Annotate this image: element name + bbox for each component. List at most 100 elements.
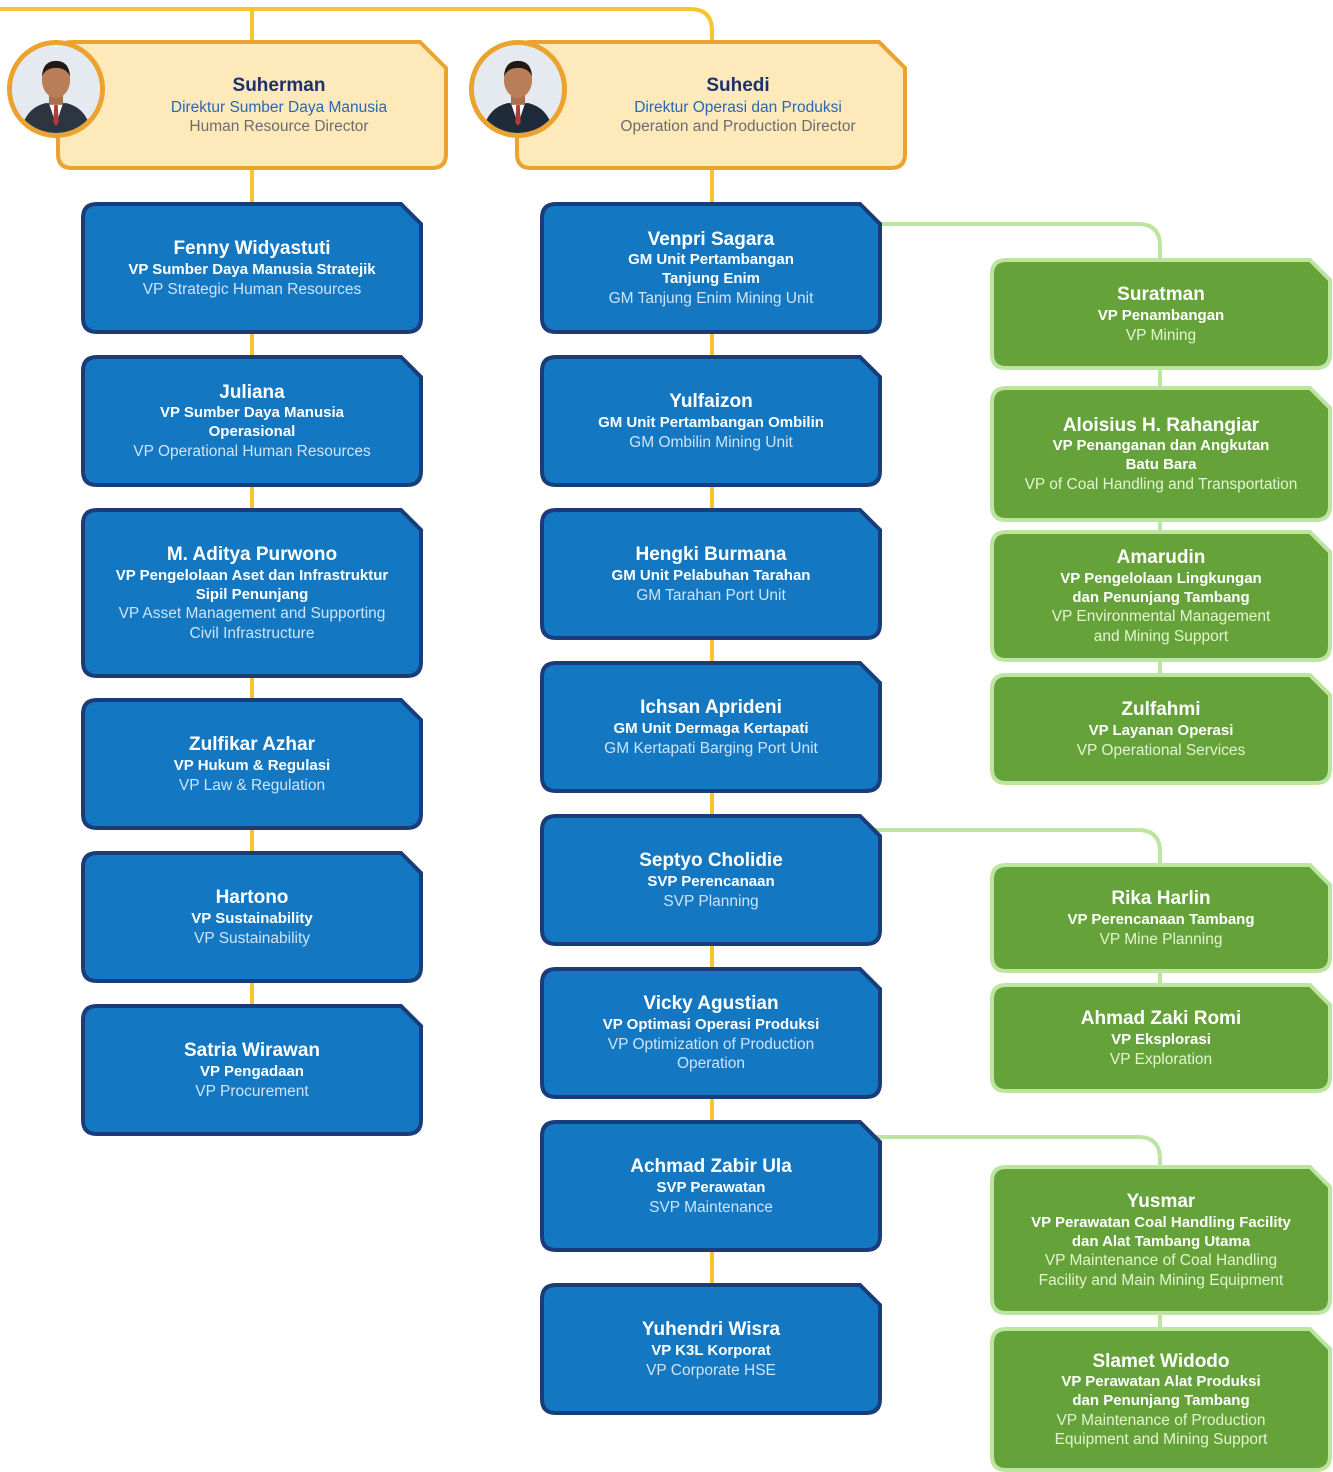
position-title: VP K3L Korporat	[651, 1341, 771, 1359]
person-name: Amarudin	[1116, 547, 1206, 568]
person-photo-icon	[474, 45, 562, 133]
position-title-en: VP Asset Management and Supporting	[118, 605, 386, 623]
box-shape	[81, 851, 423, 983]
position-title: VP Sumber Daya Manusia	[160, 404, 344, 422]
person-name: Rika Harlin	[1111, 888, 1211, 910]
box-shape	[540, 967, 882, 1099]
person-name: Aloisius H. Rahangiar	[1062, 414, 1260, 436]
box-shape	[81, 202, 423, 334]
position-title-en: VP Exploration	[1109, 1050, 1213, 1068]
person-name: Yusmar	[1126, 1191, 1196, 1212]
position-title: Sipil Penunjang	[195, 585, 309, 603]
position-title: GM Unit Pelabuhan Tarahan	[611, 566, 811, 584]
position-title-en: GM Ombilin Mining Unit	[629, 433, 793, 451]
position-title-en: GM Tanjung Enim Mining Unit	[608, 289, 814, 307]
position-title-en: Operation	[676, 1055, 746, 1073]
person-name: Fenny Widyastuti	[173, 238, 331, 260]
position-title: VP Pengelolaan Aset dan Infrastruktur	[115, 566, 389, 584]
position-title-en: and Mining Support	[1093, 627, 1229, 645]
box-shape	[540, 508, 882, 640]
box-shape	[990, 386, 1332, 522]
position-title-en: VP Operational Services	[1076, 741, 1246, 759]
position-title: VP Hukum & Regulasi	[173, 756, 331, 774]
person-name: Yulfaizon	[669, 391, 753, 413]
position-title: VP Optimasi Operasi Produksi	[602, 1016, 820, 1034]
box-shape	[990, 983, 1332, 1093]
person-name: Yuhendri Wisra	[641, 1319, 781, 1341]
position-title: SVP Perawatan	[656, 1178, 766, 1196]
person-photo-icon	[12, 45, 100, 133]
position-title-en: VP Mine Planning	[1099, 930, 1223, 948]
position-title-en: Operation and Production Director	[620, 117, 856, 135]
box-shape	[540, 355, 882, 487]
position-title-en: VP Mining	[1125, 326, 1197, 344]
position-title-en: VP Maintenance of Coal Handling	[1044, 1252, 1278, 1270]
position-title: SVP Perencanaan	[647, 872, 775, 890]
person-name: Venpri Sagara	[647, 228, 775, 250]
position-title: GM Unit Pertambangan	[628, 251, 794, 269]
box-shape	[540, 814, 882, 946]
position-title-en: VP Sustainability	[193, 929, 311, 947]
position-title: VP Sumber Daya Manusia Stratejik	[128, 260, 376, 278]
position-title: Batu Bara	[1125, 456, 1197, 474]
branch-connector-1	[860, 222, 1162, 265]
position-title: dan Penunjang Tambang	[1072, 1392, 1250, 1409]
position-title: VP Layanan Operasi	[1088, 721, 1234, 739]
top-connector	[0, 7, 714, 60]
position-title: dan Alat Tambang Utama	[1071, 1232, 1251, 1250]
box-shape	[990, 530, 1332, 662]
branch-connector-3	[860, 1135, 1162, 1180]
person-name: Suratman	[1117, 284, 1205, 306]
position-title: dan Penunjang Tambang	[1072, 588, 1250, 606]
position-title-en: VP Maintenance of Production	[1056, 1411, 1266, 1429]
position-title-en: VP Corporate HSE	[646, 1361, 776, 1379]
position-title: VP Sustainability	[191, 909, 313, 927]
position-title: Tanjung Enim	[661, 270, 761, 288]
person-name: Satria Wirawan	[183, 1040, 321, 1062]
person-name: Ichsan Aprideni	[640, 697, 782, 719]
person-name: Juliana	[219, 381, 285, 403]
box-shape	[81, 698, 423, 830]
person-name: Vicky Agustian	[643, 993, 779, 1015]
position-title: GM Unit Dermaga Kertapati	[613, 719, 809, 737]
position-title: VP Penambangan	[1097, 306, 1225, 324]
position-title-en: VP Environmental Management	[1051, 608, 1271, 626]
person-name: Suherman	[232, 74, 326, 96]
box-shape	[990, 258, 1332, 370]
person-name: Hengki Burmana	[635, 544, 787, 566]
person-name: Zulfahmi	[1121, 699, 1201, 721]
person-name: M. Aditya Purwono	[166, 544, 338, 565]
position-title: Direktur Operasi dan Produksi	[634, 98, 842, 116]
position-title-en: VP Law & Regulation	[178, 776, 326, 794]
position-title: VP Perawatan Coal Handling Facility	[1031, 1213, 1291, 1231]
position-title-en: VP Procurement	[195, 1082, 309, 1100]
position-title: VP Perawatan Alat Produksi	[1061, 1373, 1261, 1391]
person-name: Suhedi	[706, 74, 770, 96]
box-shape	[81, 355, 423, 487]
box-shape	[540, 1120, 882, 1252]
position-title: GM Unit Pertambangan Ombilin	[598, 413, 824, 431]
position-title-en: Equipment and Mining Support	[1054, 1431, 1268, 1449]
box-shape	[990, 863, 1332, 973]
branch-connector-2	[860, 828, 1162, 870]
director-photo-suherman	[7, 40, 105, 138]
